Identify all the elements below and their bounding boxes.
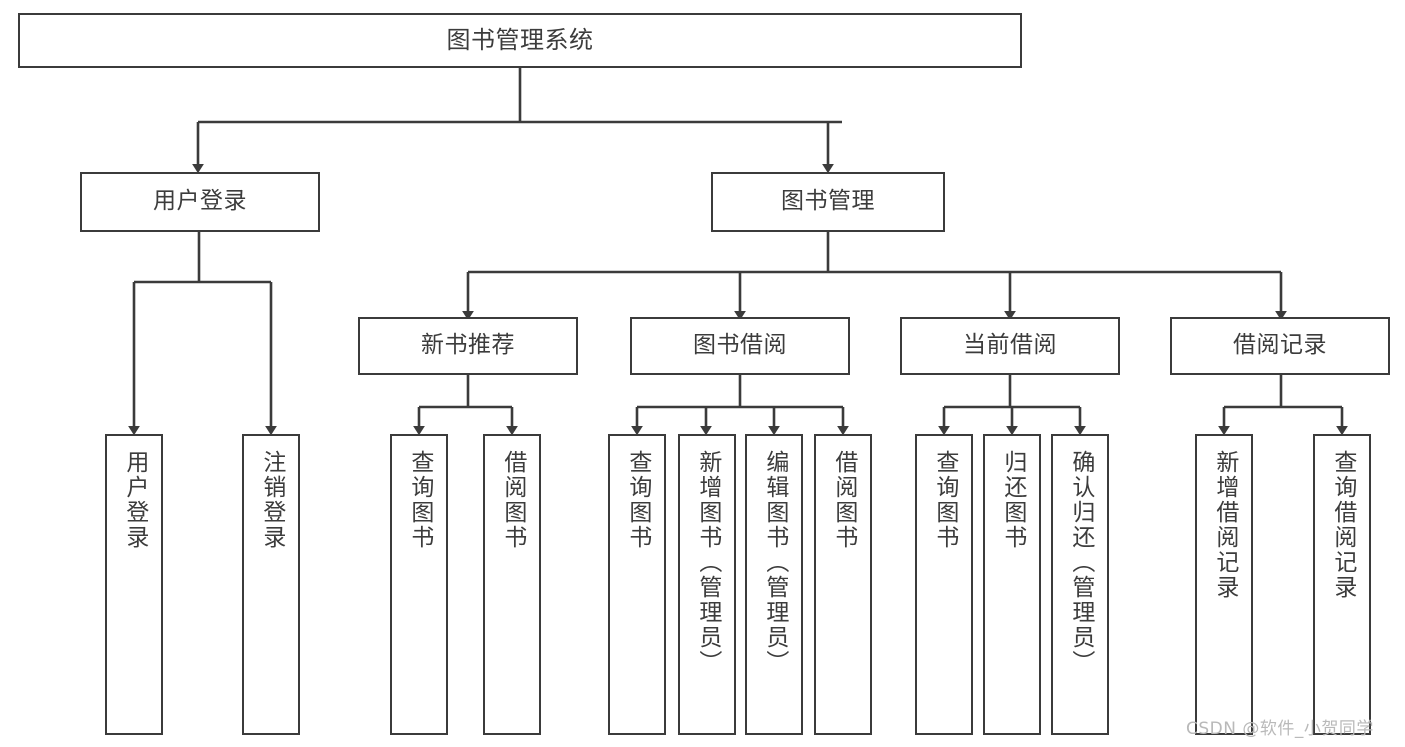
node-label: 新书推荐 [421,332,515,359]
node-root-library-system[interactable]: 图书管理系统 [18,13,1022,68]
node-label: 查询图书 [406,450,433,550]
node-user-login[interactable]: 用户登录 [80,172,320,232]
node-leaf-query-book-current[interactable]: 查询图书 [915,434,973,735]
node-leaf-user-login[interactable]: 用户登录 [105,434,163,735]
node-leaf-query-book-borrow[interactable]: 查询图书 [608,434,666,735]
node-current-borrow[interactable]: 当前借阅 [900,317,1120,375]
node-leaf-return-book[interactable]: 归还图书 [983,434,1041,735]
node-leaf-borrow-book-newbook[interactable]: 借阅图书 [483,434,541,735]
node-label: 新增借阅记录 [1211,450,1238,600]
node-label: 注销登录 [258,450,285,550]
node-leaf-borrow-book[interactable]: 借阅图书 [814,434,872,735]
node-label: 用户登录 [153,188,247,215]
node-label: 查询图书 [931,450,958,550]
node-leaf-edit-book-admin[interactable]: 编辑图书（管理员） [745,434,803,735]
node-label: 图书管理系统 [446,26,594,55]
node-leaf-query-borrow-record[interactable]: 查询借阅记录 [1313,434,1371,735]
node-label: 新增图书（管理员） [694,450,721,675]
node-label: 查询借阅记录 [1329,450,1356,600]
node-label: 查询图书 [624,450,651,550]
node-leaf-query-book-newbook[interactable]: 查询图书 [390,434,448,735]
node-leaf-logout[interactable]: 注销登录 [242,434,300,735]
node-label: 借阅图书 [499,450,526,550]
node-label: 图书管理 [781,188,875,215]
node-label: 借阅图书 [830,450,857,550]
csdn-watermark: CSDN @软件_小贺同学 [1186,719,1374,739]
node-label: 图书借阅 [693,332,787,359]
node-book-management[interactable]: 图书管理 [711,172,945,232]
node-leaf-add-borrow-record[interactable]: 新增借阅记录 [1195,434,1253,735]
node-label: 归还图书 [999,450,1026,550]
node-label: 用户登录 [121,450,148,550]
node-borrow-record[interactable]: 借阅记录 [1170,317,1390,375]
node-label: 当前借阅 [963,332,1057,359]
node-label: 编辑图书（管理员） [761,450,788,675]
node-label: 借阅记录 [1233,332,1327,359]
node-leaf-confirm-return-admin[interactable]: 确认归还（管理员） [1051,434,1109,735]
node-label: 确认归还（管理员） [1067,450,1094,675]
node-book-borrow[interactable]: 图书借阅 [630,317,850,375]
node-new-book-recommend[interactable]: 新书推荐 [358,317,578,375]
node-leaf-add-book-admin[interactable]: 新增图书（管理员） [678,434,736,735]
